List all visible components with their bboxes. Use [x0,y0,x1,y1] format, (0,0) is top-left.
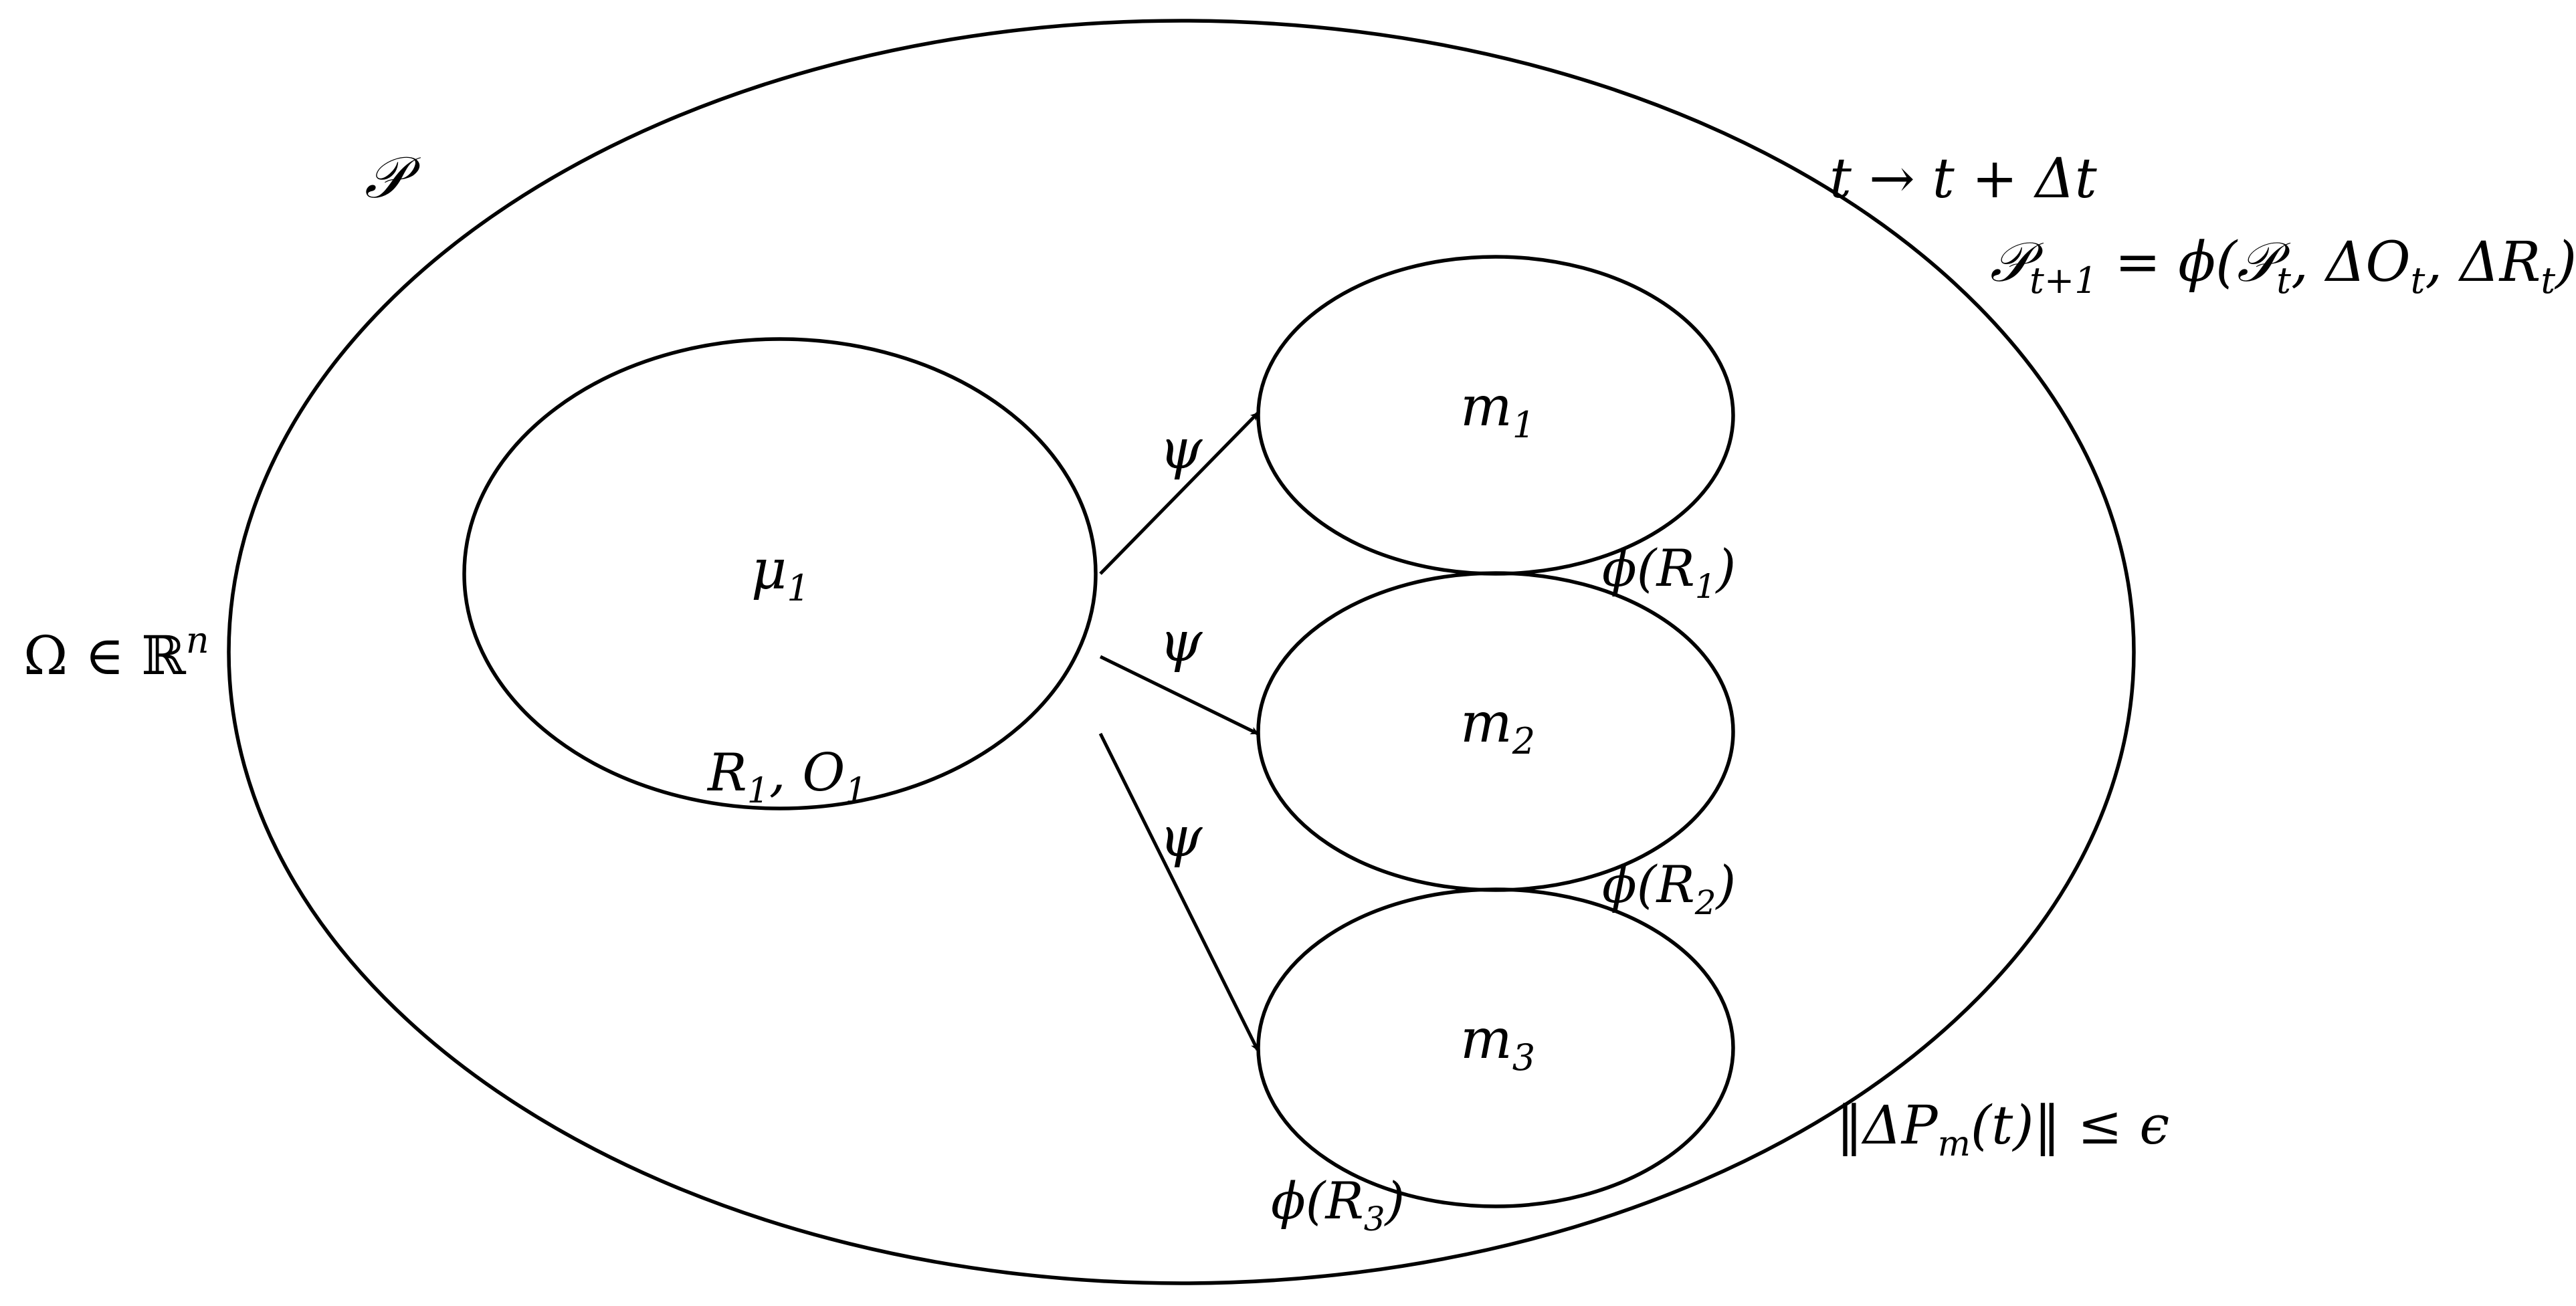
edge-psi-to-m1 [1099,412,1259,575]
edge-label-psi-1: ψ [1159,418,1203,481]
stability-bound: ‖ΔPm(t)‖ ≤ ϵ [1836,1094,2169,1164]
time-step-label: t → t + Δt [1829,147,2098,211]
target-m1-phi-label: ϕ(R1) [1602,538,1736,606]
target-node-m2-label: m2 [1460,691,1535,762]
source-node-attributes: R1, O1 [706,743,867,811]
target-node-m3-label: m3 [1460,1008,1535,1079]
source-node-ellipse [462,337,1098,810]
target-node-m1-label: m1 [1460,375,1535,446]
edge-label-psi-3: ψ [1159,806,1203,869]
target-m2-phi-label: ϕ(R2) [1602,855,1736,922]
outer-set-ellipse [227,19,2136,1285]
source-node-label: μ1 [751,538,810,609]
edge-psi-to-m2 [1099,655,1259,736]
edge-label-psi-2: ψ [1159,611,1203,674]
update-rule: 𝒫t+1 = ϕ(𝒫t, ΔOt, ΔRt) [1990,231,2576,302]
space-label: Ω ∈ ℝn [23,619,209,687]
outer-set-label: 𝒫 [365,144,421,211]
target-m3-phi-label: ϕ(R3) [1271,1171,1405,1238]
edge-psi-to-m3 [1098,732,1260,1051]
